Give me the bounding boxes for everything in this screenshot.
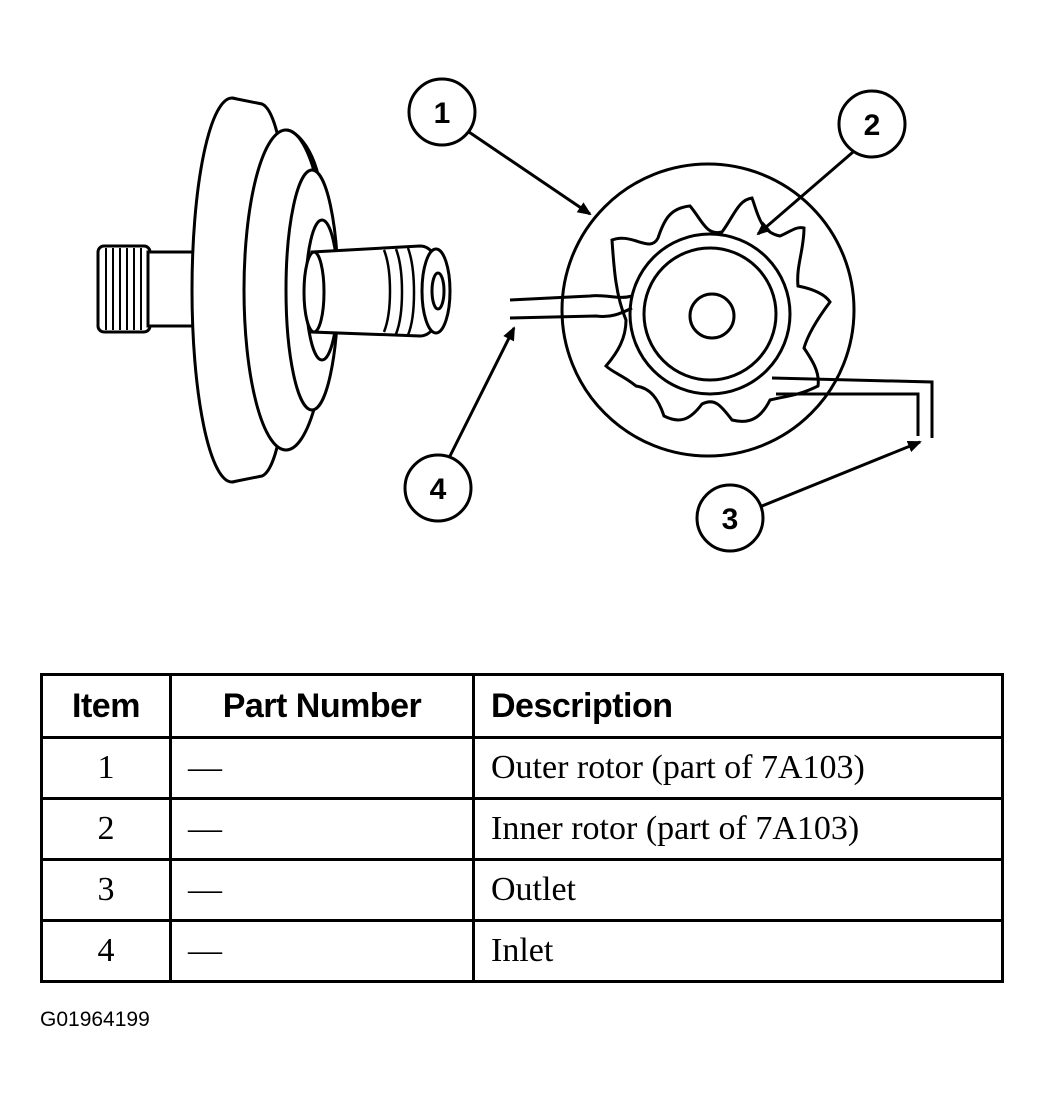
cell-item: 4 xyxy=(40,919,172,983)
svg-text:1: 1 xyxy=(434,97,451,130)
cell-part-number: — xyxy=(169,858,475,922)
header-description: Description xyxy=(472,673,1004,739)
shaft-collar xyxy=(146,250,200,328)
leader-line-2 xyxy=(756,144,861,236)
outlet-passage xyxy=(771,376,934,438)
svg-text:4: 4 xyxy=(430,473,447,506)
cell-part-number: — xyxy=(169,797,475,861)
cell-description: Outer rotor (part of 7A103) xyxy=(472,736,1004,800)
figure-id: G01964199 xyxy=(40,1008,150,1031)
callout-2: 2 xyxy=(837,89,907,159)
leader-line-3 xyxy=(761,440,922,508)
pump-illustration: 1 2 3 4 xyxy=(96,77,934,553)
header-item: Item xyxy=(40,673,172,739)
table-header-row: Item Part Number Description xyxy=(40,673,1004,739)
leader-line-4 xyxy=(446,326,516,461)
cell-part-number: — xyxy=(169,736,475,800)
cell-item: 3 xyxy=(40,858,172,922)
cell-description: Inlet xyxy=(472,919,1004,983)
parts-table: Item Part Number Description 1 — Outer r… xyxy=(40,673,1004,983)
header-part-number: Part Number xyxy=(169,673,475,739)
leader-line-1 xyxy=(465,128,592,216)
svg-text:2: 2 xyxy=(864,109,881,142)
cell-description: Outlet xyxy=(472,858,1004,922)
stator-shaft-drawing xyxy=(96,96,452,484)
table-row: 3 — Outlet xyxy=(40,858,1004,922)
table-row: 2 — Inner rotor (part of 7A103) xyxy=(40,797,1004,861)
callout-1: 1 xyxy=(407,77,477,147)
pump-rotors-drawing xyxy=(509,162,934,458)
svg-text:3: 3 xyxy=(722,503,739,536)
table-row: 1 — Outer rotor (part of 7A103) xyxy=(40,736,1004,800)
inlet-passage xyxy=(509,294,633,320)
callout-4: 4 xyxy=(403,453,473,523)
table-row: 4 — Inlet xyxy=(40,919,1004,983)
cell-item: 2 xyxy=(40,797,172,861)
callout-3: 3 xyxy=(695,483,765,553)
cell-part-number: — xyxy=(169,919,475,983)
rotor-bore xyxy=(688,292,736,340)
cell-description: Inner rotor (part of 7A103) xyxy=(472,797,1004,861)
cell-item: 1 xyxy=(40,736,172,800)
